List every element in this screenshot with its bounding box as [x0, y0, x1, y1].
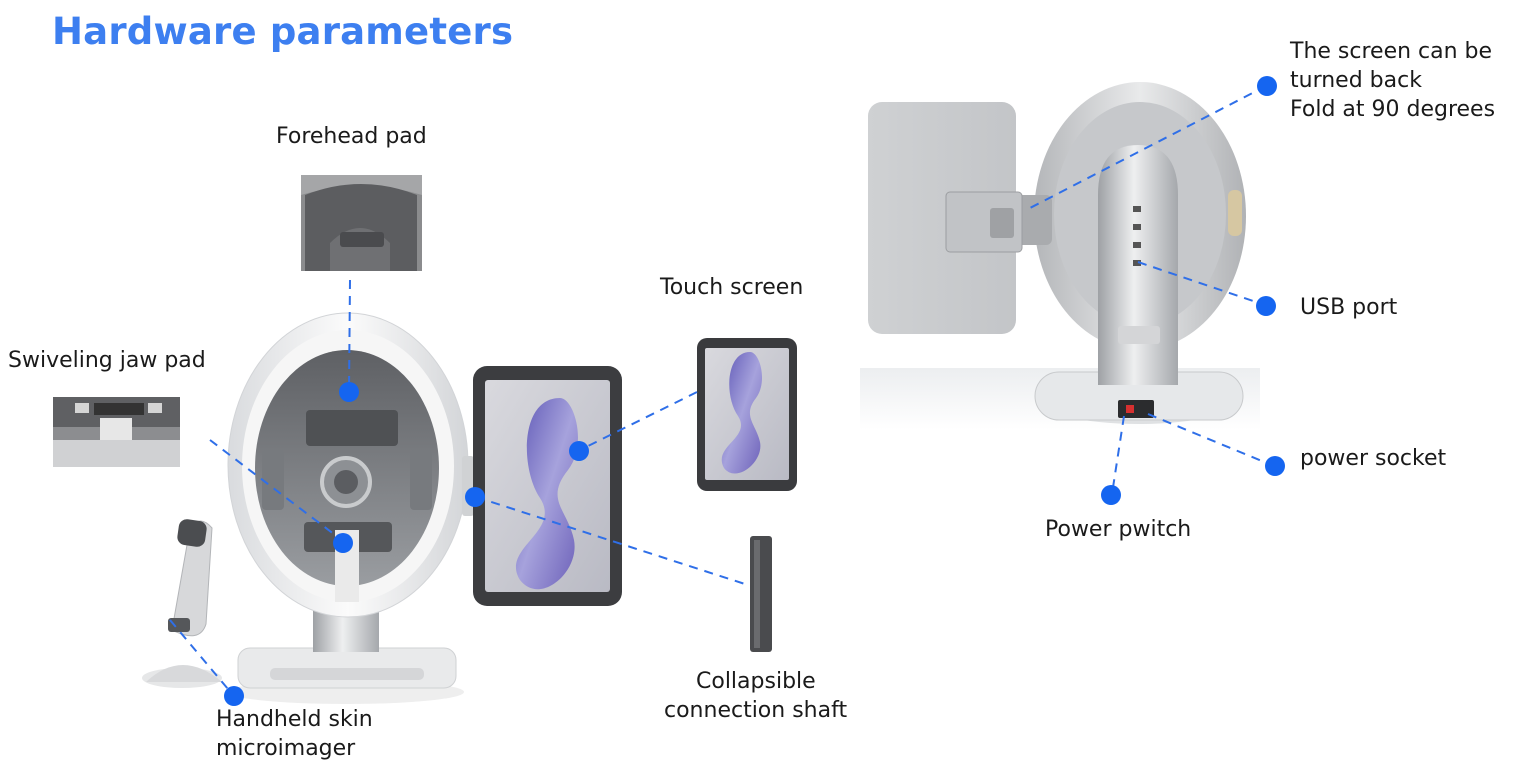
callout-dot-forehead-pad: [339, 382, 359, 402]
label-handheld-microimager-line1: Handheld skin: [216, 707, 373, 732]
label-collapsible-shaft-line1: Collapsible: [696, 669, 816, 694]
label-screen-turned-back-line2: turned back: [1290, 68, 1422, 93]
page-title: Hardware parameters: [52, 10, 514, 53]
label-power-socket: power socket: [1300, 446, 1447, 471]
callout-dot-jaw-pad: [333, 533, 353, 553]
label-collapsible-shaft-line2: connection shaft: [664, 698, 848, 723]
callout-dot-power-socket: [1265, 456, 1285, 476]
device-front-view: [227, 312, 469, 704]
callout-lines: [169, 85, 1275, 696]
device-back-view: [860, 82, 1260, 430]
label-swiveling-jaw-pad: Swiveling jaw pad: [8, 348, 206, 373]
callout-dot-touch-screen: [569, 441, 589, 461]
label-screen-turned-back: The screen can be turned back Fold at 90…: [1290, 37, 1495, 124]
label-handheld-microimager: Handheld skin microimager: [216, 705, 373, 763]
forehead-pad-closeup: [301, 175, 422, 271]
callout-dot-shaft: [465, 487, 485, 507]
callout-dot-power-switch: [1101, 485, 1121, 505]
callout-dot-screen-back: [1257, 76, 1277, 96]
callout-dot-usb-port: [1256, 296, 1276, 316]
callout-dot-microimager: [224, 686, 244, 706]
jaw-pad-closeup: [53, 397, 180, 467]
label-forehead-pad: Forehead pad: [276, 124, 427, 149]
handheld-microimager: [142, 519, 222, 688]
label-touch-screen: Touch screen: [660, 275, 804, 300]
callout-dots: [224, 76, 1285, 706]
label-usb-port: USB port: [1300, 295, 1398, 320]
label-handheld-microimager-line2: microimager: [216, 736, 356, 761]
label-screen-turned-back-line1: The screen can be: [1290, 39, 1493, 64]
label-collapsible-shaft: Collapsible connection shaft: [664, 667, 847, 725]
touch-screen-detail: [697, 338, 797, 491]
touch-screen-attached: [462, 366, 622, 606]
label-screen-turned-back-line3: Fold at 90 degrees: [1290, 97, 1496, 122]
label-power-switch: Power pwitch: [1045, 517, 1192, 542]
collapsible-shaft: [750, 536, 772, 652]
